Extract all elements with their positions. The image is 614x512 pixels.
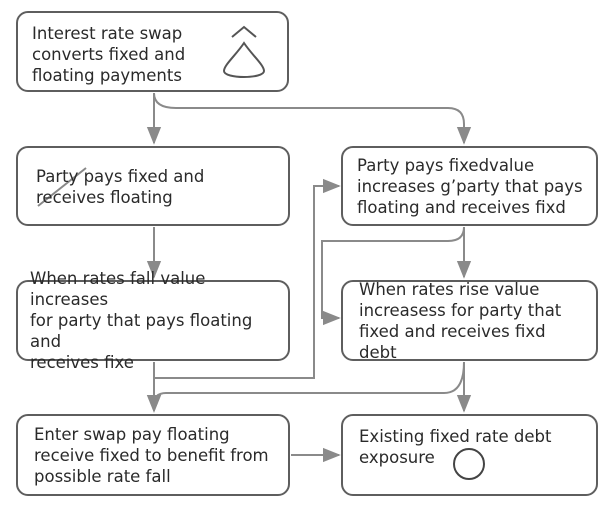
node-rates-rise: When rates rise value increasess for par… xyxy=(341,279,598,362)
node-rates-fall-text: When rates fall value increases for part… xyxy=(30,269,253,372)
node-rates-fall: When rates fall value increases for part… xyxy=(16,269,290,372)
node-existing-debt-text: Existing fixed rate debt exposure xyxy=(359,427,552,467)
arrow-rates-rise-to-enter-swap xyxy=(146,361,465,413)
node-swap-converts-text: Interest rate swap converts fixed and fl… xyxy=(32,24,186,85)
node-pays-fixed-right: Party pays fixedvalue increases g’party … xyxy=(341,146,598,226)
node-enter-swap: Enter swap pay floating receive fixed to… xyxy=(16,414,290,496)
node-pays-fixed-right-text: Party pays fixedvalue increases g’party … xyxy=(357,155,583,217)
node-existing-debt: Existing fixed rate debt exposure xyxy=(341,414,598,496)
node-enter-swap-text: Enter swap pay floating receive fixed to… xyxy=(34,424,269,486)
arrow-swap-to-pays-fixed-right xyxy=(153,92,472,145)
node-pays-fixed-left-text: Party pays fixed and receives floating xyxy=(36,167,205,207)
node-swap-converts: Interest rate swap converts fixed and fl… xyxy=(16,11,289,92)
circle-icon xyxy=(453,448,485,480)
diagonal-stroke-icon xyxy=(37,167,87,207)
arrow-pays-fixed-right-to-rates-rise-side xyxy=(321,226,465,326)
cone-shape-icon xyxy=(222,25,266,78)
arrow-rates-fall-up-to-pays-fixed-right xyxy=(154,178,341,379)
node-rates-rise-text: When rates rise value increasess for par… xyxy=(359,279,562,362)
node-pays-fixed-left: Party pays fixed and receives floating xyxy=(16,146,290,226)
